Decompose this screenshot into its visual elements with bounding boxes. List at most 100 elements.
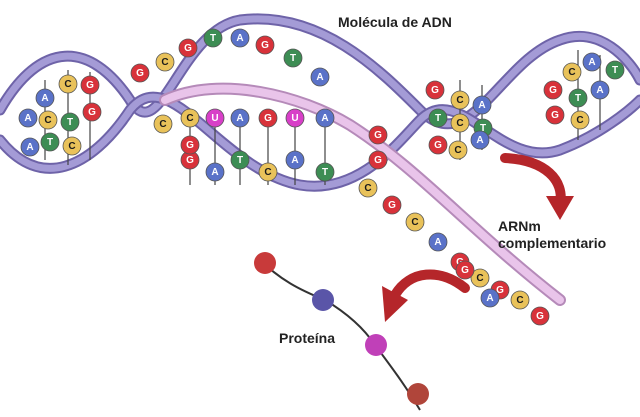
nucleotide-base: C <box>562 62 582 82</box>
nucleotide-base: C <box>450 113 470 133</box>
nucleotide-letter: T <box>47 137 53 148</box>
curved-arrow-icon <box>500 153 574 220</box>
amino-acid-bead <box>312 289 334 311</box>
nucleotide-base: T <box>230 150 250 170</box>
nucleotide-letter: G <box>136 68 144 79</box>
amino-acid-bead <box>254 252 276 274</box>
curved-arrow-icon <box>382 269 470 322</box>
nucleotide-letter: A <box>291 155 298 166</box>
nucleotide-letter: A <box>434 237 441 248</box>
nucleotide-letter: T <box>612 65 618 76</box>
nucleotide-base: A <box>310 67 330 87</box>
nucleotide-letter: T <box>210 33 216 44</box>
nucleotide-base: C <box>58 74 78 94</box>
nucleotide-letter: C <box>456 118 463 129</box>
nucleotide-letter: A <box>211 167 218 178</box>
nucleotide-letter: C <box>454 145 461 156</box>
nucleotide-base: G <box>258 108 278 128</box>
nucleotide-letter: C <box>44 115 51 126</box>
nucleotide-base: T <box>605 60 625 80</box>
nucleotide-base: C <box>570 110 590 130</box>
nucleotide-base: A <box>472 95 492 115</box>
nucleotide-base: G <box>255 35 275 55</box>
nucleotide-base: T <box>40 132 60 152</box>
nucleotide-letter: G <box>264 113 272 124</box>
nucleotide-letter: G <box>88 107 96 118</box>
nucleotide-letter: G <box>86 80 94 91</box>
nucleotide-base: C <box>470 268 490 288</box>
nucleotide-base: A <box>205 162 225 182</box>
nucleotide-letter: C <box>411 217 418 228</box>
nucleotide-letter: T <box>237 155 243 166</box>
nucleotide-base: C <box>405 212 425 232</box>
nucleotide-letter: A <box>236 33 243 44</box>
nucleotide-base: C <box>448 140 468 160</box>
nucleotide-letter: A <box>478 100 485 111</box>
nucleotide-letter: C <box>476 273 483 284</box>
nucleotide-letter: C <box>68 141 75 152</box>
nucleotide-base: G <box>180 135 200 155</box>
nucleotide-base: G <box>455 260 475 280</box>
nucleotide-letter: A <box>41 93 48 104</box>
nucleotide-base: C <box>153 114 173 134</box>
mrna-ribbon <box>161 84 564 304</box>
nucleotide-letter: C <box>568 67 575 78</box>
nucleotide-base: A <box>480 288 500 308</box>
nucleotide-letter: C <box>159 119 166 130</box>
nucleotide-base: A <box>582 52 602 72</box>
nucleotide-base: A <box>428 232 448 252</box>
nucleotide-base: G <box>530 306 550 326</box>
nucleotide-base: C <box>450 90 470 110</box>
dna-strand-lower-fill <box>0 93 640 190</box>
nucleotide-letter: T <box>322 167 328 178</box>
nucleotide-letter: A <box>476 135 483 146</box>
nucleotide-base: G <box>368 150 388 170</box>
nucleotide-letter: A <box>321 113 328 124</box>
nucleotide-letter: G <box>536 311 544 322</box>
nucleotide-letter: A <box>26 142 33 153</box>
nucleotide-base: C <box>258 162 278 182</box>
nucleotide-letter: C <box>456 95 463 106</box>
nucleotide-base: A <box>285 150 305 170</box>
protein-backbone <box>257 257 421 411</box>
nucleotide-base: A <box>470 130 490 150</box>
nucleotide-base: G <box>425 80 445 100</box>
nucleotide-base: A <box>315 108 335 128</box>
nucleotide-letter: A <box>596 85 603 96</box>
nucleotide-letter: A <box>486 293 493 304</box>
nucleotide-base: A <box>230 108 250 128</box>
nucleotide-letter: G <box>186 140 194 151</box>
nucleotide-letter: G <box>549 85 557 96</box>
nucleotide-base: C <box>510 290 530 310</box>
nucleotide-base: G <box>82 102 102 122</box>
nucleotide-letter: G <box>186 155 194 166</box>
nucleotide-base: T <box>60 112 80 132</box>
nucleotide-base: C <box>155 52 175 72</box>
nucleotide-letter: A <box>24 113 31 124</box>
protein-label: Proteína <box>279 330 336 346</box>
nucleotide-base: U <box>285 108 305 128</box>
nucleotide-letter: G <box>374 155 382 166</box>
nucleotide-letter: T <box>290 53 296 64</box>
nucleotide-base: G <box>178 38 198 58</box>
amino-acid-bead <box>407 383 429 405</box>
nucleotide-letter: C <box>264 167 271 178</box>
nucleotide-letter: G <box>431 85 439 96</box>
nucleotide-letter: T <box>435 113 441 124</box>
nucleotide-base: U <box>205 108 225 128</box>
nucleotide-base: T <box>428 108 448 128</box>
nucleotide-base: A <box>20 137 40 157</box>
nucleotide-letter: T <box>575 93 581 104</box>
nucleotide-letter: G <box>461 265 469 276</box>
mrna-label: ARNm complementario <box>498 218 606 252</box>
nucleotide-base: C <box>358 178 378 198</box>
nucleotide-base: G <box>130 63 150 83</box>
nucleotide-letter: C <box>64 79 71 90</box>
mrna-strand <box>159 82 566 306</box>
dna-molecule-label: Molécula de ADN <box>338 14 452 30</box>
nucleotide-letter: T <box>480 123 486 134</box>
nucleotide-letter: G <box>261 40 269 51</box>
nucleotide-base: G <box>382 195 402 215</box>
